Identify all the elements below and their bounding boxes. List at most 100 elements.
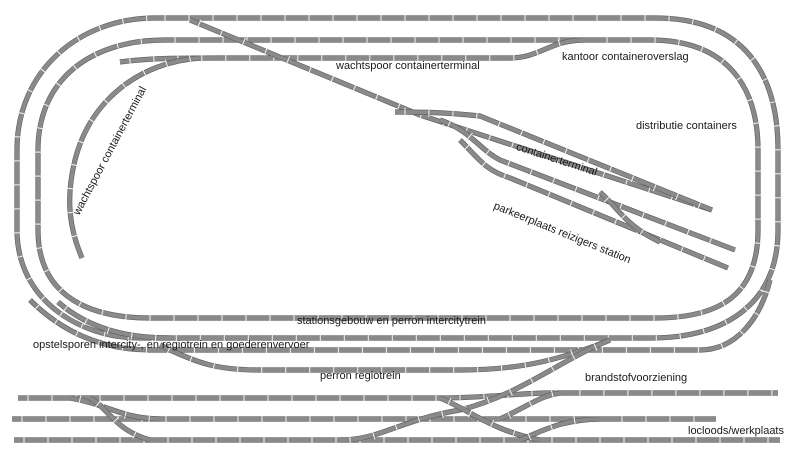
track-joint	[630, 173, 635, 183]
track-joint	[762, 290, 771, 294]
track-joint	[529, 167, 534, 177]
track-joint	[619, 213, 628, 221]
track-joint	[569, 198, 574, 208]
track-joint	[141, 68, 147, 78]
track-joint	[719, 57, 726, 66]
track-joint	[241, 37, 246, 47]
track-joint	[78, 395, 82, 405]
track-joint	[121, 343, 124, 353]
track-joint	[349, 435, 351, 445]
track-joint	[624, 177, 629, 187]
outer-loop-track	[15, 16, 780, 340]
track-joint	[92, 50, 98, 59]
track-joint	[663, 219, 668, 228]
track-joint	[546, 189, 552, 199]
track-joint	[603, 195, 611, 203]
track-joint	[483, 391, 485, 402]
left-wachtspoor-track-edge	[67, 55, 201, 260]
track-joint	[106, 325, 111, 335]
track-joint	[506, 159, 511, 168]
track-joint	[486, 396, 491, 406]
track-joint	[557, 39, 562, 49]
track-joint	[35, 126, 45, 130]
track-joint	[720, 299, 727, 308]
track-joint	[116, 41, 120, 51]
track-joint	[466, 132, 473, 141]
track-joint	[533, 148, 538, 157]
track-joint	[15, 255, 25, 259]
track-joint	[489, 419, 495, 429]
track-joint	[641, 210, 646, 220]
track-joint	[65, 187, 75, 190]
crossover-track	[598, 190, 661, 244]
track-joint	[592, 342, 598, 351]
track-joint	[148, 413, 151, 423]
track-joint	[527, 399, 533, 408]
label-brandstofvoorziening: brandstofvoorziening	[585, 372, 688, 384]
track-joint	[446, 397, 452, 407]
track-joint	[679, 331, 682, 341]
track-joint	[53, 317, 60, 326]
track-joint	[639, 227, 645, 236]
label-opstelsporen: opstelsporen intercity-, en regiotrein e…	[33, 339, 310, 351]
second-loop-track-edge	[35, 37, 761, 321]
track-joint	[573, 416, 576, 426]
track-joint	[394, 423, 399, 432]
track-joint	[374, 92, 379, 102]
track-joint	[13, 136, 23, 138]
track-joint	[519, 128, 524, 138]
track-joint	[691, 17, 695, 27]
inner-top-track	[119, 38, 586, 64]
track-joint	[467, 409, 473, 418]
label-perron-regiotrein: perron regiotrein	[320, 370, 401, 382]
track-joint	[767, 267, 777, 272]
track-joint	[768, 100, 778, 104]
track-joint	[87, 117, 96, 124]
track-joint	[33, 303, 41, 311]
track-joint	[550, 364, 556, 374]
track-joint	[145, 13, 148, 23]
track-joint	[197, 19, 202, 29]
left-wachtspoor-track	[67, 56, 201, 259]
track-joint	[164, 59, 169, 69]
track-joint	[38, 67, 47, 74]
track-joint	[55, 49, 63, 57]
track-joint	[188, 54, 192, 64]
track-joint	[130, 330, 133, 340]
track-joint	[440, 408, 444, 419]
track-joint	[742, 304, 750, 313]
track-joint	[153, 54, 155, 64]
track-joint	[529, 376, 535, 385]
track-joint	[39, 294, 47, 302]
label-distributie-containers: distributie containers	[636, 120, 737, 132]
track-joint	[752, 242, 762, 244]
track-joint	[719, 341, 725, 351]
opstel-track-2	[56, 300, 171, 340]
track-joint	[371, 430, 376, 440]
track-joint	[120, 81, 127, 90]
track-joint	[772, 124, 782, 127]
track-joint	[475, 111, 478, 121]
track-joint	[166, 345, 172, 354]
track-joint	[723, 317, 729, 327]
track-joint	[263, 46, 268, 56]
track-joint	[42, 268, 51, 274]
track-joint	[677, 38, 681, 47]
track-joint	[79, 321, 85, 331]
track-joint	[56, 286, 65, 294]
track-joint	[77, 299, 83, 309]
yard-connector-6	[519, 417, 601, 442]
track-joint	[497, 119, 502, 129]
track-joint	[236, 364, 239, 374]
track-joint	[752, 311, 761, 317]
track-joint	[524, 180, 530, 190]
label-locloods-werkplaats: locloods/werkplaats	[688, 425, 784, 437]
track-joint	[188, 354, 194, 364]
track-joint	[97, 338, 101, 347]
track-joint	[219, 28, 224, 38]
track-joint	[551, 176, 556, 185]
track-joint	[512, 428, 516, 438]
track-joint	[699, 308, 704, 318]
track-joint	[100, 307, 105, 317]
